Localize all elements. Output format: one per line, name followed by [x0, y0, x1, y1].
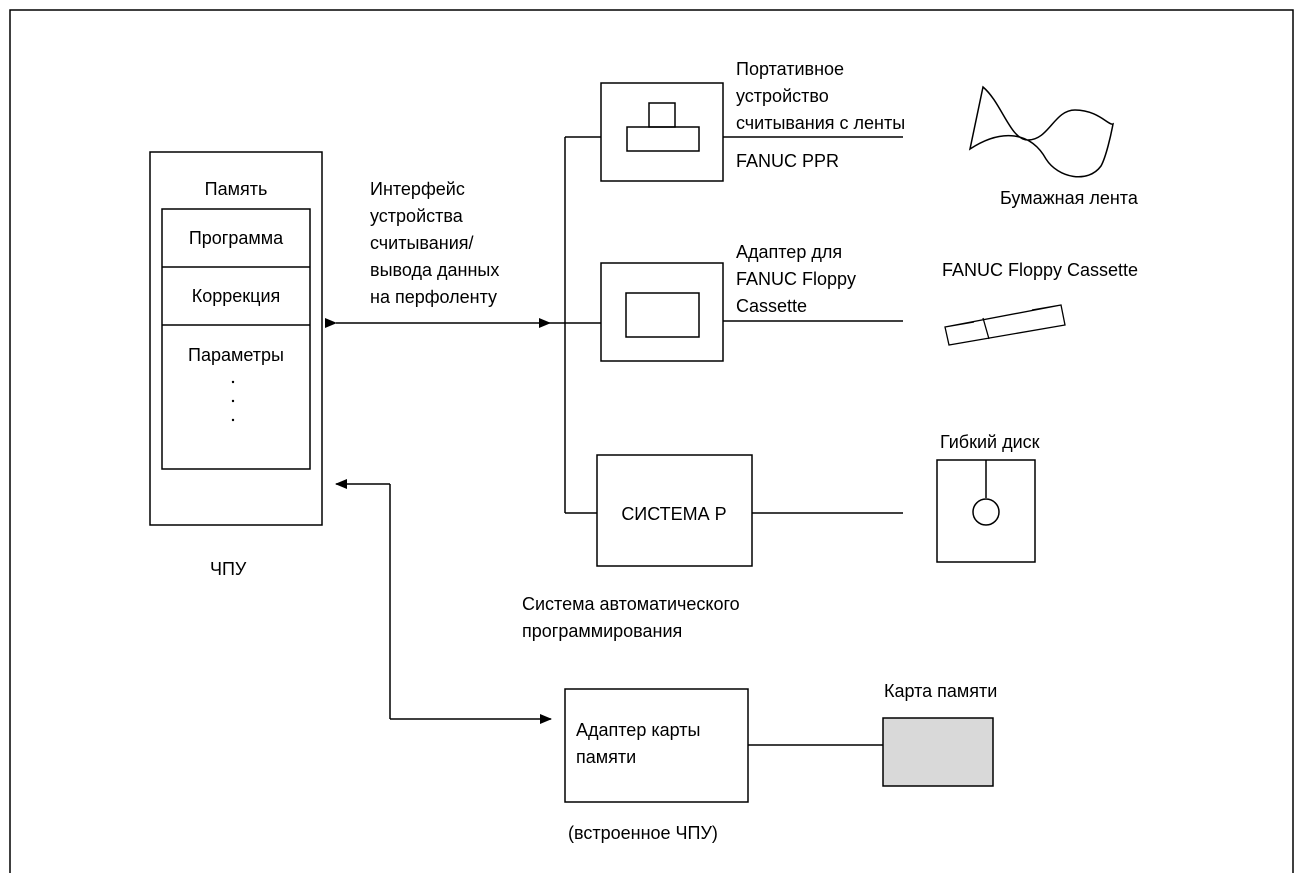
- memory-card-adapter: Адаптер карты памяти (встроенное ЧПУ): [564, 688, 883, 843]
- paper-tape: Бумажная лента: [968, 85, 1139, 208]
- correction-label: Коррекция: [192, 286, 281, 306]
- floppy-cassette: FANUC Floppy Cassette: [942, 260, 1138, 346]
- interface-label: Интерфейс устройства считывания/ вывода …: [370, 179, 504, 307]
- system-p: СИСТЕМА P Система автоматического програ…: [522, 454, 903, 641]
- parameters-label: Параметры: [188, 345, 284, 365]
- program-label: Программа: [189, 228, 284, 248]
- cnc-unit: Память Программа Коррекция Параметры ЧПУ: [149, 151, 323, 579]
- system-p-label: СИСТЕМА P: [621, 504, 726, 524]
- paper-tape-icon: [968, 85, 1115, 178]
- floppy-cassette-icon: [944, 304, 1066, 346]
- memory-box: [161, 208, 311, 470]
- ppr-name: Портативное устройство считывания с лент…: [736, 59, 905, 133]
- ppr-model: FANUC PPR: [736, 151, 839, 171]
- floppy-disk-label: Гибкий диск: [940, 432, 1040, 452]
- ppr-icon-base: [626, 126, 700, 152]
- ellipsis-dot: [231, 380, 235, 384]
- ppr-icon-top: [648, 102, 676, 128]
- interface-bus: Интерфейс устройства считывания/ вывода …: [325, 136, 601, 514]
- memory-card-adapter-box: [564, 688, 749, 803]
- memory-card-adapter-caption: (встроенное ЧПУ): [568, 823, 718, 843]
- system-p-caption: Система автоматического программирования: [522, 594, 745, 641]
- memory-card-adapter-label: Адаптер карты памяти: [576, 720, 705, 767]
- memory-card-icon: [882, 717, 994, 787]
- memory-card: Карта памяти: [882, 681, 997, 787]
- ppr-box: [600, 82, 724, 182]
- floppy-disk: Гибкий диск: [936, 432, 1040, 563]
- memory-card-link: [335, 479, 552, 724]
- floppy-disk-hub: [972, 498, 1000, 526]
- floppy-adapter: Адаптер для FANUC Floppy Cassette: [600, 242, 903, 362]
- ppr-device: Портативное устройство считывания с лент…: [600, 59, 905, 182]
- paper-tape-label: Бумажная лента: [1000, 188, 1139, 208]
- floppy-adapter-name: Адаптер для FANUC Floppy Cassette: [736, 242, 861, 316]
- ellipsis-dot: [231, 418, 235, 422]
- ellipsis-dot: [231, 399, 235, 403]
- memory-card-label: Карта памяти: [884, 681, 997, 701]
- system-p-box: [596, 454, 753, 567]
- floppy-cassette-label: FANUC Floppy Cassette: [942, 260, 1138, 280]
- floppy-adapter-icon: [625, 292, 700, 338]
- figure-frame: [9, 9, 1294, 873]
- cnc-caption: ЧПУ: [210, 559, 247, 579]
- memory-title: Память: [205, 179, 268, 199]
- floppy-adapter-box: [600, 262, 724, 362]
- cnc-box: [149, 151, 323, 526]
